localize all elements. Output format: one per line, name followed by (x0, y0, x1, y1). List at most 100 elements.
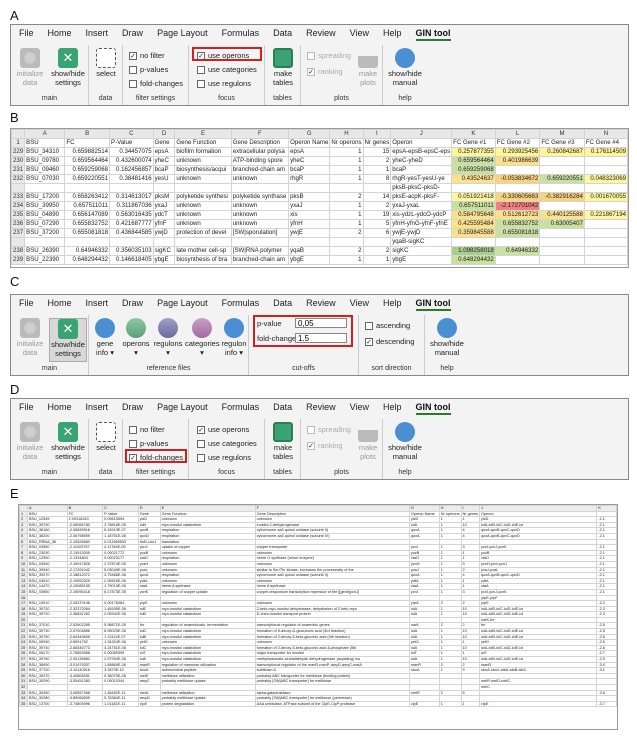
tab-file[interactable]: File (19, 28, 34, 38)
table-cell[interactable]: unknown (230, 174, 290, 184)
table-cell[interactable]: 0.655832752 (64, 219, 111, 229)
table-cell[interactable]: 0.659220551 (539, 174, 585, 184)
table-cell[interactable]: epsA (152, 147, 176, 157)
table-cell[interactable]: M (539, 129, 585, 139)
tab-home[interactable]: Home (47, 298, 72, 308)
table-cell[interactable]: branched-chain am (230, 165, 290, 175)
table-cell[interactable]: bcaP (152, 165, 176, 175)
tab-file[interactable]: File (19, 402, 34, 412)
table-cell[interactable]: epsA-epsB-epsC-eps (390, 147, 453, 157)
tab-data[interactable]: Data (273, 28, 293, 38)
table-cell[interactable]: 0.512612723 (494, 210, 541, 220)
tab-data[interactable]: Data (273, 298, 293, 308)
table-cell[interactable]: BSU_22390 (24, 255, 66, 265)
table-cell[interactable]: H (329, 129, 364, 139)
p-value-input[interactable] (295, 318, 347, 328)
table-cell[interactable] (24, 183, 66, 193)
table-cell[interactable]: 0.563016435 (109, 210, 154, 220)
table-cell[interactable]: 1 (460, 700, 480, 708)
table-cell[interactable]: 0.257877355 (451, 147, 496, 157)
table-cell[interactable]: F (254, 505, 410, 512)
table-cell[interactable]: 0.356035103 (109, 246, 154, 256)
initialize-data-button[interactable]: initialize data (13, 318, 47, 357)
table-cell[interactable]: unknown (230, 219, 290, 229)
table-cell[interactable]: Nr operons (329, 138, 364, 148)
table-cell[interactable]: 15 (362, 147, 392, 157)
table-cell[interactable] (583, 255, 628, 265)
table-cell[interactable]: 0.64946332 (494, 246, 541, 256)
table-cell[interactable] (539, 183, 585, 193)
tab-draw[interactable]: Draw (122, 402, 144, 412)
table-cell[interactable]: yqaB (288, 246, 331, 256)
table-cell[interactable]: xis (288, 210, 331, 220)
table-cell[interactable]: 1 (438, 700, 462, 708)
use-regulons-checkbox[interactable]: use regulons (197, 79, 251, 88)
tab-page-layout[interactable]: Page Layout (157, 402, 208, 412)
table-cell[interactable]: 0.657511011 (451, 201, 496, 211)
table-cell[interactable]: unknown (230, 210, 290, 220)
row-number[interactable]: 1 (11, 138, 26, 148)
table-cell[interactable]: FC (64, 138, 111, 148)
table-cell[interactable] (539, 156, 585, 166)
gene-info-button[interactable]: gene info ▾ (93, 318, 117, 357)
table-cell[interactable] (230, 183, 290, 193)
table-cell[interactable]: J (478, 505, 598, 512)
table-cell[interactable]: 1 (329, 156, 364, 166)
table-cell[interactable]: 8 (362, 174, 392, 184)
table-cell[interactable] (329, 183, 364, 193)
table-cell[interactable]: 0.425595484 (451, 219, 496, 229)
select-button[interactable]: select (91, 48, 121, 79)
table-cell[interactable]: 0.659259068 (451, 165, 496, 175)
table-cell[interactable]: 1 (329, 255, 364, 265)
regulons-button[interactable]: regulons ▾ (153, 318, 183, 357)
table-cell[interactable]: BSU_37200 (24, 228, 66, 238)
row-number[interactable]: 232 (11, 174, 26, 184)
table-cell[interactable]: 0.584795648 (451, 210, 496, 220)
table-cell[interactable]: 2 (329, 228, 364, 238)
table-cell[interactable] (494, 237, 541, 247)
table-cell[interactable] (583, 219, 628, 229)
table-cell[interactable]: -0.053834672 (494, 174, 541, 184)
table-cell[interactable]: BSU_04890 (24, 210, 66, 220)
table-cell[interactable]: bcaP (390, 165, 453, 175)
table-cell[interactable] (583, 237, 628, 247)
show-hide-settings-button[interactable]: ✕ show/hide settings (51, 422, 85, 461)
row-number[interactable] (11, 129, 26, 139)
table-cell[interactable]: 0.432600074 (109, 156, 154, 166)
tab-formulas[interactable]: Formulas (221, 28, 260, 38)
spreading-checkbox[interactable]: spreading (307, 425, 351, 434)
regulon-info-button[interactable]: regulon info ▾ (221, 318, 247, 357)
table-cell[interactable] (174, 237, 232, 247)
table-cell[interactable]: bcaP (288, 165, 331, 175)
table-cell[interactable]: FC Gene #3 (539, 138, 585, 148)
table-cell[interactable]: FC Gene #2 (494, 138, 541, 148)
table-cell[interactable]: 1 (362, 165, 392, 175)
table-cell[interactable]: 0.655832752 (494, 219, 541, 229)
table-cell[interactable]: 1 (329, 165, 364, 175)
table-cell[interactable]: 0.221867194 (583, 210, 628, 220)
table-cell[interactable]: unknown (230, 201, 290, 211)
table-cell[interactable] (451, 237, 496, 247)
table-cell[interactable]: polyketide synthase (230, 192, 290, 202)
table-cell[interactable]: 1.01181E-11 (102, 700, 139, 708)
tab-insert[interactable]: Insert (85, 298, 109, 308)
show-hide-manual-button[interactable]: show/hide manual (385, 48, 425, 87)
table-cell[interactable]: BSU (24, 138, 66, 148)
tab-formulas[interactable]: Formulas (221, 402, 260, 412)
table-cell[interactable]: 0.655081818 (494, 228, 541, 238)
table-cell[interactable] (174, 183, 232, 193)
categories-button[interactable]: categories ▾ (185, 318, 220, 357)
tab-draw[interactable]: Draw (122, 298, 144, 308)
tab-insert[interactable]: Insert (85, 402, 109, 412)
table-cell[interactable]: 0.436844585 (109, 228, 154, 238)
table-cell[interactable]: BSU_09780 (24, 156, 66, 166)
table-cell[interactable]: branched-chain am (230, 255, 290, 265)
table-cell[interactable]: 0.64946332 (64, 246, 111, 256)
table-cell[interactable]: G (408, 505, 440, 512)
table-cell[interactable] (583, 201, 628, 211)
row-number[interactable]: 236 (11, 219, 26, 229)
table-cell[interactable] (24, 237, 66, 247)
table-cell[interactable]: BSU_13700 (26, 700, 68, 708)
tab-review[interactable]: Review (306, 402, 336, 412)
table-cell[interactable] (64, 183, 111, 193)
